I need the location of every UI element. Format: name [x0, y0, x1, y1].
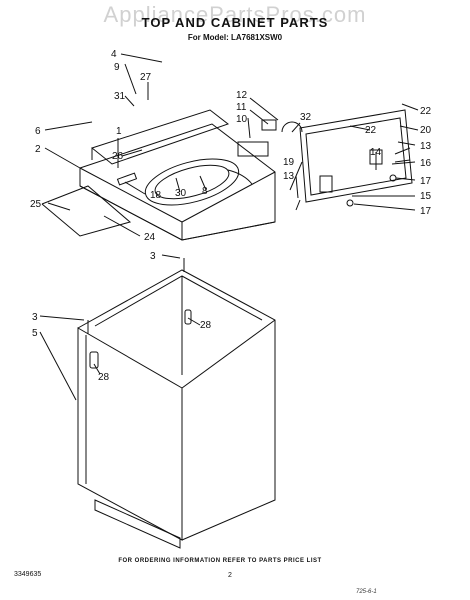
ordering-info-footer: FOR ORDERING INFORMATION REFER TO PARTS …	[118, 558, 322, 564]
callout-3a: 3	[150, 251, 156, 262]
callout-8: 8	[202, 186, 208, 197]
callout-13b: 13	[283, 171, 295, 182]
callout-19: 19	[283, 157, 295, 168]
callout-labels: 4 9 27 31 6 1 26 2 25 18 30 8 24 12 11 1…	[30, 49, 432, 383]
callout-13a: 13	[420, 141, 432, 152]
watermark: AppliancePartsPros.com	[103, 2, 367, 27]
callout-14: 14	[370, 147, 382, 158]
console-back	[90, 109, 230, 165]
callout-28a: 28	[200, 320, 212, 331]
callout-24: 24	[144, 232, 156, 243]
revision-code: 725-6-1	[356, 589, 377, 595]
cabinet-front	[77, 327, 183, 541]
callout-3b: 3	[32, 312, 38, 323]
callout-4: 4	[111, 49, 117, 60]
model-line: For Model: LA7681XSW0	[187, 33, 283, 42]
callout-18: 18	[150, 190, 162, 201]
callout-2: 2	[35, 144, 41, 155]
callout-16: 16	[420, 158, 432, 169]
callout-15: 15	[420, 191, 432, 202]
callout-28b: 28	[98, 372, 110, 383]
callout-20: 20	[420, 125, 432, 136]
callout-22a: 22	[420, 106, 432, 117]
callout-5: 5	[32, 328, 38, 339]
callout-27: 27	[140, 72, 152, 83]
callout-22b: 22	[365, 125, 377, 136]
callout-30: 30	[175, 188, 187, 199]
callout-17b: 17	[420, 206, 432, 217]
callout-17a: 17	[420, 176, 432, 187]
page-number: 2	[228, 572, 232, 579]
callout-25: 25	[30, 199, 42, 210]
callout-6: 6	[35, 126, 41, 137]
callout-11: 11	[236, 102, 247, 113]
callout-1: 1	[116, 126, 122, 137]
diagram-title: TOP AND CABINET PARTS	[141, 15, 329, 30]
callout-10: 10	[236, 114, 248, 125]
callout-31: 31	[114, 91, 126, 102]
document-number: 3349635	[14, 571, 42, 578]
lid	[299, 109, 413, 203]
callout-12: 12	[236, 90, 248, 101]
callout-26: 26	[112, 151, 124, 162]
callout-9: 9	[114, 62, 120, 73]
callout-32: 32	[300, 112, 312, 123]
tub-opening	[144, 158, 240, 206]
